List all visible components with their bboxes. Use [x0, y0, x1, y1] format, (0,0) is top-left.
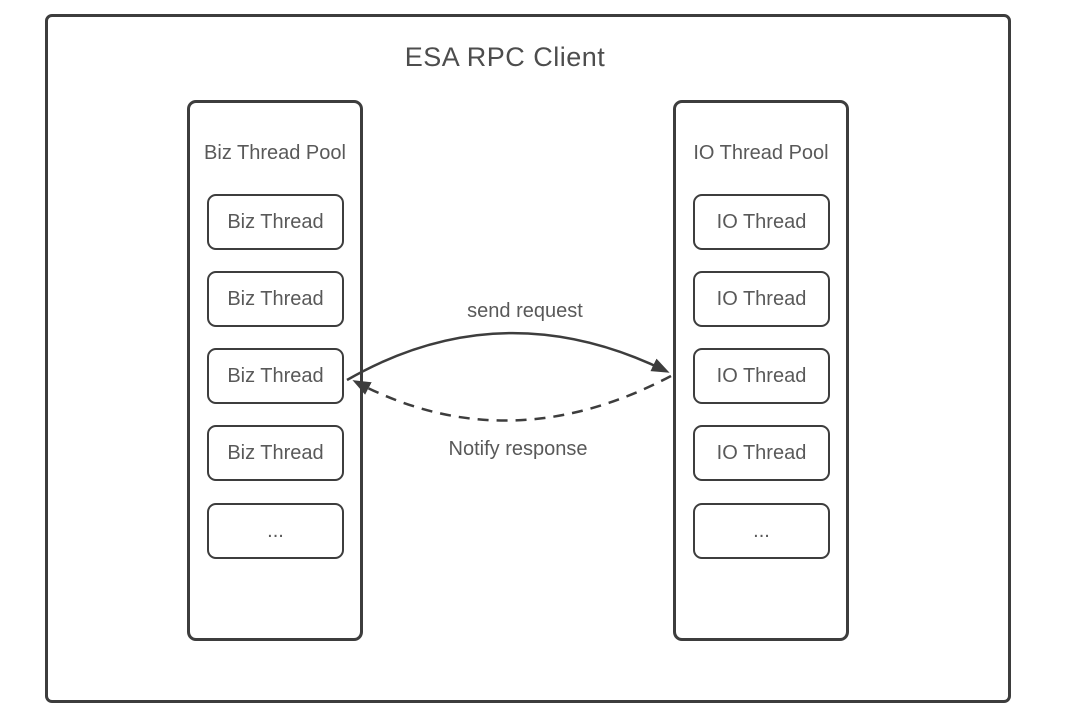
io-thread-box: IO Thread	[693, 425, 830, 481]
io-thread-box: IO Thread	[693, 194, 830, 250]
io-thread-box: IO Thread	[693, 271, 830, 327]
biz-thread-pool: Biz Thread Pool Biz Thread Biz Thread Bi…	[187, 100, 363, 641]
biz-thread-ellipsis-box: ...	[207, 503, 344, 559]
diagram-title: ESA RPC Client	[404, 42, 606, 72]
send-request-label: send request	[467, 300, 583, 322]
biz-thread-box: Biz Thread	[207, 271, 344, 327]
io-thread-ellipsis-box: ...	[693, 503, 830, 559]
biz-thread-box: Biz Thread	[207, 194, 344, 250]
io-thread-pool: IO Thread Pool IO Thread IO Thread IO Th…	[673, 100, 849, 641]
io-thread-box: IO Thread	[693, 348, 830, 404]
biz-thread-box: Biz Thread	[207, 425, 344, 481]
biz-thread-box: Biz Thread	[207, 348, 344, 404]
notify-response-label: Notify response	[448, 438, 588, 460]
biz-thread-pool-label: Biz Thread Pool	[204, 142, 346, 164]
io-thread-pool-label: IO Thread Pool	[693, 142, 829, 164]
